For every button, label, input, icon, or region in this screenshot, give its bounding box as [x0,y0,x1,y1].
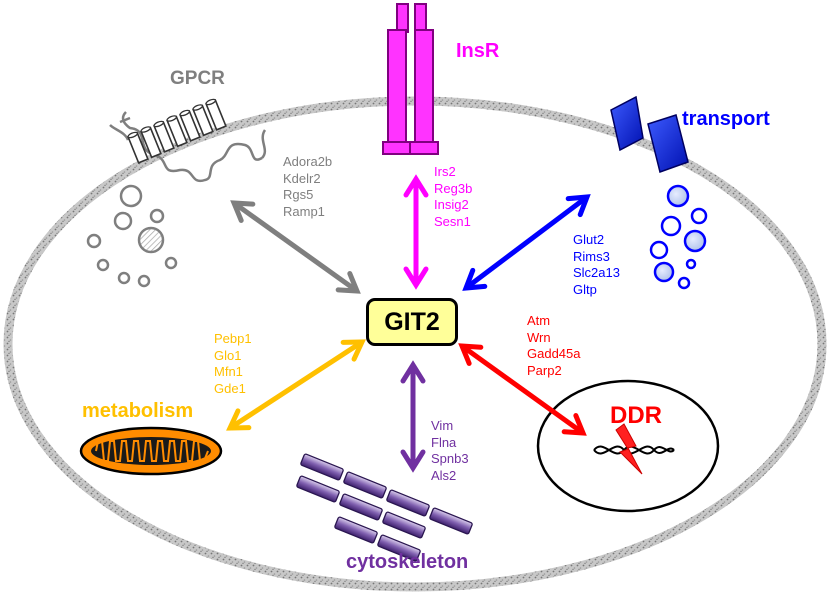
ddr-arrow [458,343,587,436]
helix-cylinder [179,109,201,142]
gpcr-title: GPCR [170,68,225,89]
gene-label: Reg3b [434,180,473,196]
gene-label: Flna [431,434,457,450]
gene-label: Irs2 [434,164,456,179]
mitochondrion-icon [79,426,223,476]
filament-segment [382,511,426,539]
ddr-gene-list: Atm Wrn Gadd45a Parp2 [527,313,581,379]
gpcr-transmembrane-helices [127,98,227,164]
insr-title: InsR [456,40,500,62]
gene-label: Slc2a13 [573,265,620,280]
helix-cylinder [140,126,162,159]
gene-label: Sesn1 [434,213,471,229]
ddr-title: DDR [610,402,662,429]
gene-label: Ramp1 [283,203,325,219]
gene-label: Gltp [573,281,597,297]
helix-cylinder [192,104,214,137]
gene-label: Glo1 [214,347,242,363]
gene-label: Adora2b [283,154,333,169]
gene-label: Pebp1 [214,331,252,346]
gene-label: Gde1 [214,380,246,396]
gene-label: Parp2 [527,362,562,378]
gene-label: Vim [431,418,454,433]
cytoskeleton-filaments-icon [296,453,473,562]
filament-segment [386,489,430,517]
gpcr-vesicles-icon [86,184,178,288]
gene-label: Insig2 [434,197,469,212]
gene-label: Spnb3 [431,451,469,466]
metabolism-title: metabolism [82,400,194,422]
metabolism-arrow [226,339,366,431]
filament-segment [334,516,378,544]
filament-segment [429,507,473,535]
interaction-arrows [226,174,591,473]
filament-segment [300,453,344,481]
gene-label: Glut2 [573,232,605,247]
gene-label: Kdelr2 [283,170,321,186]
helix-cylinder [205,98,227,131]
transport-gene-list: Glut2 Rims3 Slc2a13 Gltp [573,232,620,298]
helix-cylinder [166,115,188,148]
helix-cylinder [127,131,149,164]
filament-segment [339,493,383,521]
git2-node: GIT2 [366,298,458,346]
transport-arrow [462,194,591,291]
transport-vesicles-icon [649,184,708,290]
filament-segment [343,471,387,499]
gene-label: Atm [527,313,551,328]
cytoskeleton-title: cytoskeleton [346,551,469,573]
cytoskeleton-gene-list: Vim Flna Spnb3 Als2 [431,418,469,484]
metabolism-gene-list: Pebp1 Glo1 Mfn1 Gde1 [214,331,252,397]
dna-helix-icon [593,445,675,455]
damage-lightning-icon [615,423,643,475]
insulin-receptor-icon [382,3,439,155]
cytoskeleton-arrow [400,360,426,473]
filament-segment [377,534,421,562]
gpcr-receptor-icon [109,111,267,183]
gene-label: Rgs5 [283,187,314,202]
transporter-icon [610,95,689,173]
helix-cylinder [153,120,175,153]
transport-title: transport [682,108,770,130]
insr-gene-list: Irs2 Reg3b Insig2 Sesn1 [434,164,472,230]
insr-arrow [403,174,429,290]
gene-label: Rims3 [573,248,610,264]
gene-label: Wrn [527,329,551,345]
gpcr-arrow [230,200,361,294]
gene-label: Gadd45a [527,346,581,361]
gene-label: Als2 [431,467,457,483]
gpcr-gene-list: Adora2b Kdelr2 Rgs5 Ramp1 [283,154,332,220]
gene-label: Mfn1 [214,364,243,379]
filament-segment [296,475,340,503]
